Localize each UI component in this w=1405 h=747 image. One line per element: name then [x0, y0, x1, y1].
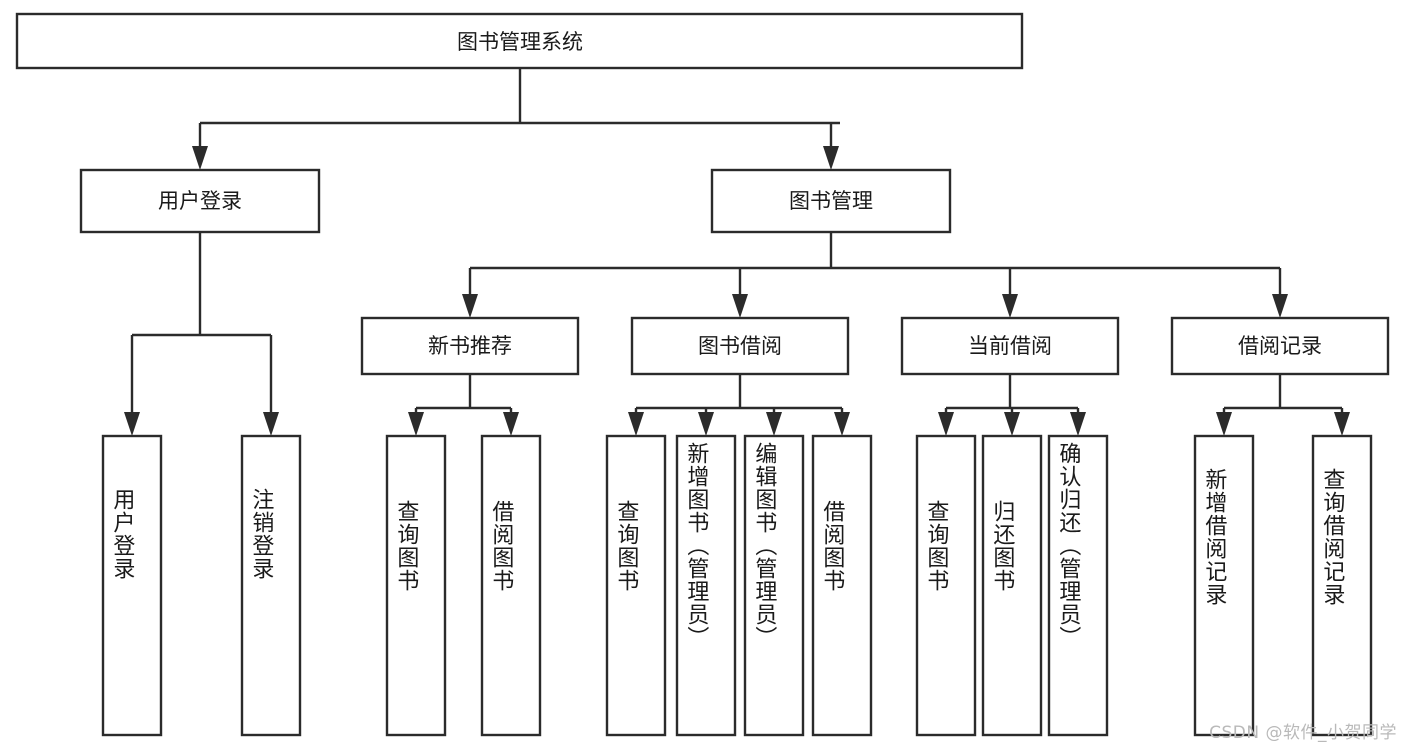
- csdn-watermark: CSDN @软件_小贺同学: [1209, 723, 1397, 743]
- arrow-book-to-borrow: [732, 294, 748, 318]
- node-root-label: 图书管理系统: [457, 30, 583, 54]
- leaf-recommend-1[interactable]: [385, 434, 447, 737]
- connector-group-user-login: [124, 232, 279, 436]
- connector-group-book-manage: [462, 232, 1288, 318]
- node-user-login[interactable]: [79, 168, 321, 234]
- leaf-record-1[interactable]: [1193, 434, 1255, 737]
- connector-group-borrow-record: [1216, 374, 1350, 436]
- node-book-borrow[interactable]: [630, 316, 850, 376]
- node-borrow-record-label: 借阅记录: [1238, 334, 1322, 358]
- arrow-current-to-leaf-2: [1004, 412, 1020, 436]
- arrow-record-to-leaf-1: [1216, 412, 1232, 436]
- node-user-login-label: 用户登录: [158, 189, 242, 213]
- connector-group-book-borrow: [628, 374, 850, 436]
- node-current-borrow-label: 当前借阅: [968, 334, 1052, 358]
- leaf-borrow-4[interactable]: [811, 434, 873, 737]
- arrow-book-to-borrow-record: [1272, 294, 1288, 318]
- arrow-user-to-leaf-1: [124, 412, 140, 436]
- arrow-current-to-leaf-1: [938, 412, 954, 436]
- node-book-manage[interactable]: [710, 168, 952, 234]
- node-new-recommend-label: 新书推荐: [428, 334, 512, 358]
- connector-group-current-borrow: [938, 374, 1086, 436]
- arrow-borrow-to-leaf-2: [698, 412, 714, 436]
- arrow-borrow-to-leaf-1: [628, 412, 644, 436]
- arrow-borrow-to-leaf-3: [766, 412, 782, 436]
- arrow-current-to-leaf-3: [1070, 412, 1086, 436]
- arrow-record-to-leaf-2: [1334, 412, 1350, 436]
- node-root[interactable]: [15, 12, 1024, 70]
- leaf-record-2[interactable]: [1311, 434, 1373, 737]
- leaf-user-login-2[interactable]: [240, 434, 302, 737]
- arrow-book-to-new-recommend: [462, 294, 478, 318]
- leaf-recommend-2[interactable]: [480, 434, 542, 737]
- connector-group-root: [192, 68, 840, 170]
- leaf-current-2[interactable]: [981, 434, 1043, 737]
- leaf-borrow-3[interactable]: [743, 434, 805, 737]
- node-current-borrow[interactable]: [900, 316, 1120, 376]
- node-book-manage-label: 图书管理: [789, 189, 873, 213]
- arrow-root-to-user-login: [192, 146, 208, 170]
- node-borrow-record[interactable]: [1170, 316, 1390, 376]
- leaf-borrow-2[interactable]: [675, 434, 737, 737]
- arrow-book-to-current-borrow: [1002, 294, 1018, 318]
- arrow-borrow-to-leaf-4: [834, 412, 850, 436]
- arrow-recommend-to-leaf-1: [408, 412, 424, 436]
- leaf-user-login-1[interactable]: [101, 434, 163, 737]
- connector-group-new-recommend: [408, 374, 519, 436]
- node-new-recommend[interactable]: [360, 316, 580, 376]
- leaf-current-1[interactable]: [915, 434, 977, 737]
- arrow-recommend-to-leaf-2: [503, 412, 519, 436]
- arrow-user-to-leaf-2: [263, 412, 279, 436]
- node-book-borrow-label: 图书借阅: [698, 334, 782, 358]
- leaf-current-3[interactable]: [1047, 434, 1109, 737]
- leaf-borrow-1[interactable]: [605, 434, 667, 737]
- arrow-root-to-book-manage: [823, 146, 839, 170]
